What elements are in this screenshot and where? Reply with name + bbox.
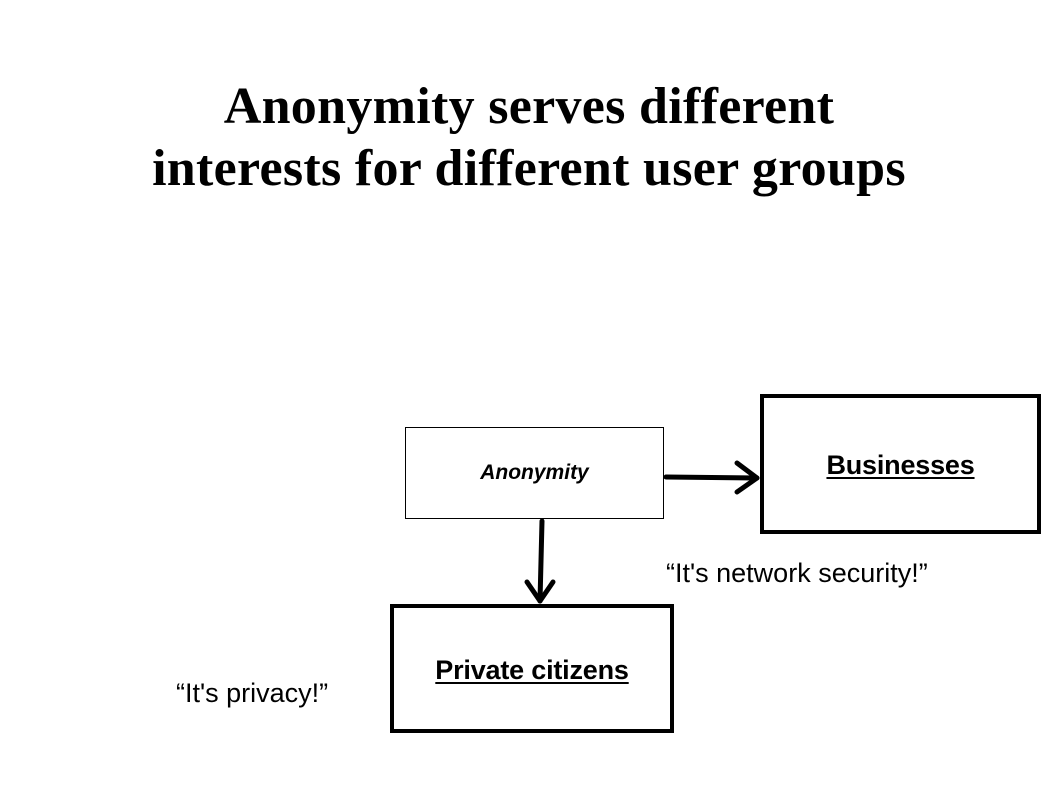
slide-title-line-1: Anonymity serves different: [223, 78, 835, 135]
private-citizens-node-label: Private citizens: [435, 655, 629, 685]
private-citizens-node: Private citizens: [390, 604, 674, 733]
anonymity-node: Anonymity: [405, 427, 664, 519]
slide-title: Anonymity serves different interests for…: [0, 76, 1058, 200]
businesses-node-label: Businesses: [826, 450, 975, 480]
businesses-quote: “It's network security!”: [666, 558, 928, 588]
businesses-node: Businesses: [760, 394, 1041, 534]
private-citizens-quote: “It's privacy!”: [176, 678, 329, 708]
arrow-to-private-citizens: [537, 518, 545, 604]
arrow-to-private-citizens-head: [524, 579, 556, 604]
anonymity-node-label: Anonymity: [480, 461, 589, 484]
slide-title-line-2: interests for different user groups: [152, 140, 906, 197]
arrow-to-businesses: [663, 474, 760, 481]
arrow-to-businesses-head: [734, 460, 760, 495]
